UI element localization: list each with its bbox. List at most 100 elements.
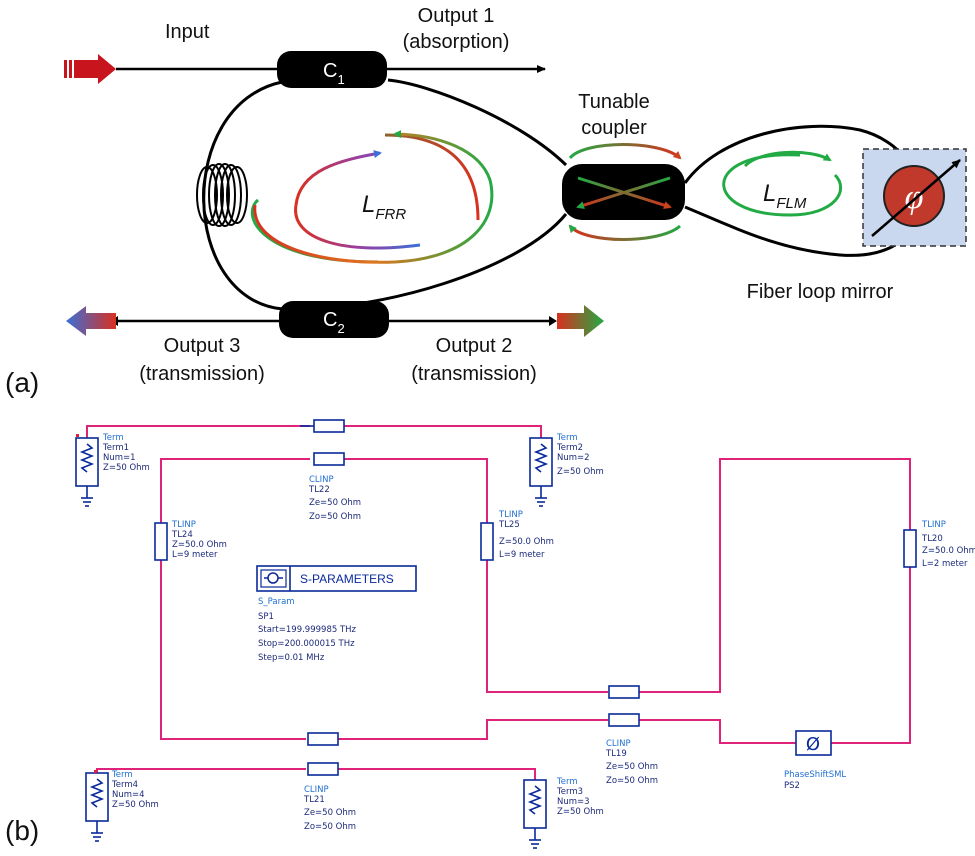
term3-type: Term [556,777,578,787]
tunable-coupler-line1: Tunable [578,91,650,113]
tl25-z: Z=50.0 Ohm [499,537,554,547]
sparam-block: S-PARAMETERS S_Param SP1 Start=199.99998… [256,565,417,663]
coupler-c1-subscript: 1 [337,72,344,87]
term4-type: Term [111,770,133,780]
output2-label-line2: (transmission) [411,363,537,385]
tl24-l: L=9 meter [172,550,218,560]
tl24-name: TL24 [171,530,193,540]
term1-labels: Term Term1 Num=1 Z=50 Ohm [102,433,150,473]
tl24-type: TLINP [171,520,196,530]
tl24-labels: TLINP TL24 Z=50.0 Ohm L=9 meter [171,520,227,560]
tl19-zo: Zo=50 Ohm [606,776,658,786]
sparam-stop: Stop=200.000015 THz [258,639,355,649]
panel-a: C1 C2 Input Output 1 (absorption) Output… [5,5,967,398]
panel-b: (b) [5,419,975,849]
coupler-c2-subscript: 2 [337,321,344,336]
term2-num: Num=2 [557,453,590,463]
tl20-type: TLINP [921,520,946,530]
lflm-arc [722,153,842,217]
svg-text:C2: C2 [323,309,345,336]
tl20-l: L=2 meter [922,559,968,569]
term3-labels: Term Term3 Num=3 Z=50 Ohm [556,777,604,817]
coupler-cross-2 [576,176,671,210]
tl19-ze: Ze=50 Ohm [606,762,658,772]
term4-num: Num=4 [112,790,145,800]
clinp-tl21 [307,762,339,776]
svg-text:LFRR: LFRR [362,191,406,223]
tl24-z: Z=50.0 Ohm [172,540,227,550]
tl21-zo: Zo=50 Ohm [304,822,356,832]
term2-labels: Term Term2 Num=2 Z=50 Ohm [556,433,604,477]
output3-label-line2: (transmission) [139,363,265,385]
lflm-subscript: FLM [776,195,807,212]
term3-name: Term3 [556,787,583,797]
tl22-name: TL22 [308,485,330,495]
svg-text:LFLM: LFLM [763,180,807,212]
coupler-c2 [279,301,389,338]
output2-arrow [557,305,604,337]
tl20-name: TL20 [921,534,943,544]
term4-port-mark [94,770,97,773]
term2-z: Z=50 Ohm [557,467,604,477]
term3-symbol [523,779,547,849]
input-label: Input [165,21,210,43]
term2-type: Term [556,433,578,443]
clinp-tl19 [608,713,640,727]
clinp-tl22-top [300,419,345,433]
term4-labels: Term Term4 Num=4 Z=50 Ohm [111,770,159,810]
svg-text:C1: C1 [323,60,345,87]
tl22-zo: Zo=50 Ohm [309,512,361,522]
tl19-name: TL19 [605,749,627,759]
term4-symbol [85,772,109,842]
clinp-tl21-top [307,732,339,746]
term1-port-mark [76,434,79,437]
term1-name: Term1 [102,443,129,453]
term4-name: Term4 [111,780,138,790]
tlinp-tl20 [903,529,917,568]
sparam-name: SP1 [258,612,274,622]
tl25-type: TLINP [498,510,523,520]
bottom-fiber-right-arrowhead [549,316,557,326]
sparam-step: Step=0.01 MHz [258,653,325,663]
term2-symbol [529,437,553,507]
tl21-name: TL21 [303,795,325,805]
tl25-name: TL25 [498,520,520,530]
tlinp-tl24 [154,522,168,561]
output1-label-line2: (absorption) [403,31,510,53]
coupler-top-arc [568,143,682,160]
sparam-title: S-PARAMETERS [300,572,394,586]
coupler-c2-label: C [323,309,337,331]
lfrr-outer-arc-main [253,130,494,264]
tl21-labels: CLINP TL21 Ze=50 Ohm Zo=50 Ohm [303,785,356,832]
output3-label-line1: Output 3 [164,335,241,357]
output2-label-line1: Output 2 [436,335,513,357]
term1-type: Term [102,433,124,443]
term1-symbol [75,437,99,507]
term3-num: Num=3 [557,797,590,807]
phase-shifter-symbol: Ø [806,734,820,755]
coupler-bottom-arc [568,224,682,241]
tl19-labels: CLINP TL19 Ze=50 Ohm Zo=50 Ohm [605,739,658,786]
sparam-icon [260,569,287,588]
tl22-type: CLINP [309,475,334,485]
sparam-type: S_Param [258,597,295,607]
term4-z: Z=50 Ohm [112,800,159,810]
lflm-arrowhead-arc [743,150,832,168]
term3-z: Z=50 Ohm [557,807,604,817]
tl21-ze: Ze=50 Ohm [304,808,356,818]
tl25-l: L=9 meter [499,550,545,560]
lfrr-inner-arc [294,150,421,250]
sparam-start: Start=199.999985 THz [258,625,357,635]
tlinp-tl25 [480,522,494,561]
output1-label-line1: Output 1 [418,5,495,27]
tl25-labels: TLINP TL25 Z=50.0 Ohm L=9 meter [498,510,554,560]
term2-name: Term2 [556,443,583,453]
panel-b-label: (b) [5,815,39,846]
tl21-type: CLINP [304,785,329,795]
phase-disk [883,165,945,227]
coupler-c1 [277,51,387,88]
ps2-type: PhaseShiftSML [784,770,846,780]
panel-a-label: (a) [5,367,39,398]
input-arrow [64,54,116,84]
